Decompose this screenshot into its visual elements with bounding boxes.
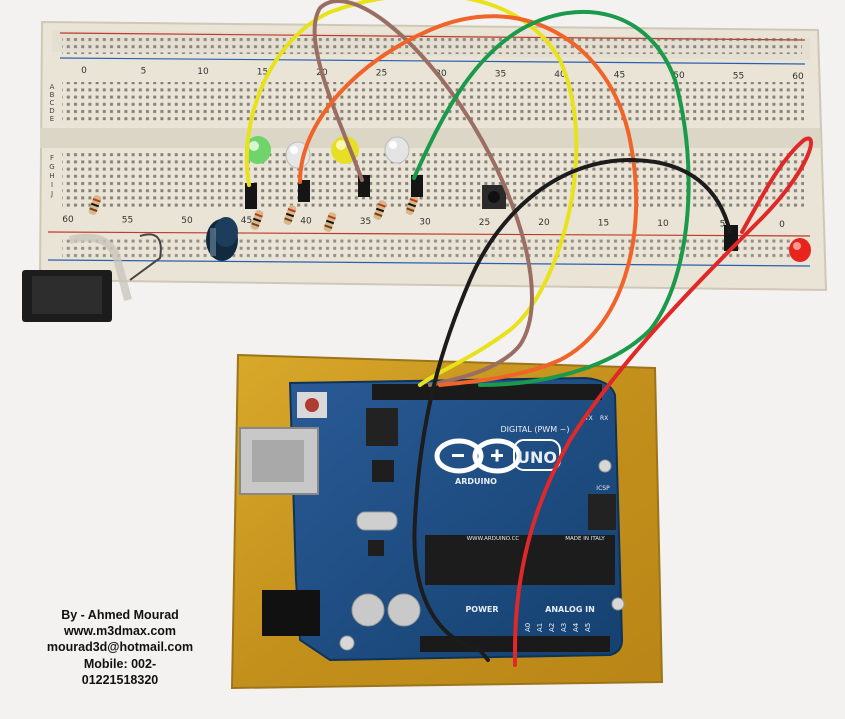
credit-mobile-label: Mobile: 002- [83, 656, 157, 671]
breadboard-column-label: 60 [792, 72, 804, 82]
analog-pin-label: A2 [548, 623, 556, 632]
push-button [482, 185, 506, 209]
resistor [250, 210, 264, 230]
breadboard-column-label: 45 [241, 216, 252, 226]
wire-black [412, 157, 732, 662]
icsp-label: ICSP [596, 485, 610, 492]
breadboard-column-label: 45 [614, 71, 625, 81]
resistor [88, 195, 102, 215]
credit-line: By - Ahmed Mourad [61, 608, 179, 622]
tx-label: TX [584, 415, 593, 422]
arduino-brand-text: ARDUINO [455, 477, 497, 486]
dc-jack [262, 590, 320, 636]
digital-label: DIGITAL (PWM ~) [501, 425, 570, 434]
breadboard-column-label: 55 [122, 215, 133, 225]
breadboard-column-label: 15 [257, 68, 268, 78]
resistor [283, 205, 297, 225]
author-credit: By - Ahmed Mourad www.m3dmax.com mourad3… [22, 607, 218, 688]
breadboard-column-label: 0 [779, 220, 785, 230]
breadboard-column-label: 25 [376, 69, 387, 79]
analog-pin-label: A5 [584, 623, 592, 632]
led-green [245, 136, 271, 164]
breadboard-column-label: 25 [479, 218, 490, 228]
breadboard-row-label: D [49, 107, 54, 115]
breadboard-column-label: 5 [141, 67, 147, 77]
arduino-uno-board: UNO ARDUINO DIGITAL (PWM ~) WWW.ARDUINO.… [239, 376, 625, 662]
breadboard-column-label: 40 [554, 70, 566, 80]
wire-yellow [244, 0, 579, 387]
breadboard-row-label: G [49, 163, 54, 171]
resistor [405, 195, 419, 215]
breadboard-column-label: 20 [538, 218, 550, 228]
arduino-logo [434, 438, 561, 474]
breadboard-column-label: 50 [181, 216, 193, 226]
resistor [373, 200, 387, 220]
credit-website: www.m3dmax.com [63, 624, 177, 639]
resistor [323, 212, 337, 232]
breadboard-column-label: 5 [720, 219, 726, 229]
credit-mobile-number: 01221518320 [81, 672, 159, 687]
breadboard-column-label: 40 [300, 217, 312, 227]
breadboard-column-label: 15 [598, 219, 609, 229]
wire-green [412, 9, 691, 387]
breadboard-column-label: 0 [81, 66, 87, 76]
breadboard-row-label: C [50, 99, 55, 107]
credit-email: mourad3d@hotmail.com [46, 640, 194, 655]
wire-orange [298, 14, 639, 387]
analog-label: ANALOG IN [545, 605, 595, 614]
led-clear [384, 136, 410, 164]
uno-logo-text: UNO [517, 448, 557, 467]
breadboard-column-label: 10 [657, 219, 669, 229]
analog-pin-labels: A0 A1 A2 A3 A4 A5 [524, 622, 592, 632]
analog-pin-label: A1 [536, 623, 544, 632]
led-red [789, 238, 811, 262]
breadboard-column-label: 55 [733, 72, 744, 82]
breadboard-row-label: J [50, 190, 53, 198]
breadboard-column-label: 50 [673, 71, 685, 81]
breadboard-column-label: 35 [495, 70, 506, 80]
pin-header [298, 180, 310, 202]
pin-header [411, 175, 423, 197]
power-label: POWER [465, 605, 498, 614]
breadboard-column-label: 10 [197, 67, 209, 77]
analog-pin-label: A0 [524, 623, 532, 632]
breadboard-row-label: A [50, 83, 55, 91]
power-jack-module [22, 233, 162, 322]
analog-pin-label: A4 [572, 622, 580, 632]
pin-header [245, 183, 257, 209]
breadboard-row-label: E [50, 115, 54, 123]
breadboard-column-label: 35 [360, 217, 371, 227]
analog-pin-label: A3 [560, 623, 568, 632]
breadboard-components [88, 136, 811, 262]
breadboard-row-label: I [51, 181, 53, 189]
electrolytic-capacitor [206, 217, 238, 261]
breadboard-row-label: H [49, 172, 54, 180]
jumper-wires [244, 0, 813, 667]
site-label: WWW.ARDUINO.CC [467, 536, 520, 542]
icsp-header [588, 494, 616, 530]
made-in-label: MADE IN ITALY [565, 536, 605, 542]
breadboard-column-label: 30 [435, 69, 447, 79]
rx-label: RX [600, 415, 608, 422]
breadboard-column-label: 60 [62, 215, 74, 225]
breadboard-column-label: 30 [419, 217, 431, 227]
breadboard-row-label: B [50, 91, 55, 99]
breadboard-row-label: F [50, 154, 54, 162]
wire-red [513, 136, 813, 667]
wire-brown [312, 0, 534, 387]
